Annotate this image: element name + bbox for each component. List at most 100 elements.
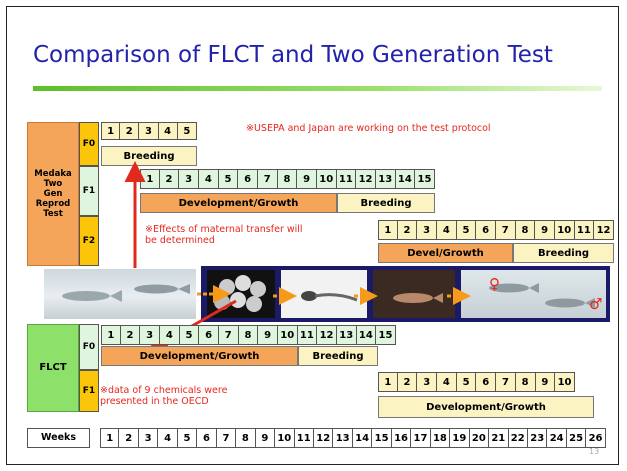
week-cell: 8 [277, 169, 298, 189]
weeks-label: Weeks [27, 428, 90, 448]
medaka-f0-breeding-bar: Breeding [101, 146, 197, 166]
week-cell: 8 [515, 220, 536, 240]
week-cell: 10 [555, 372, 575, 392]
week-cell: 1 [378, 372, 398, 392]
lifecycle-photo-strip: ♀ ♂ [201, 266, 610, 322]
week-cell: 13 [375, 169, 396, 189]
week-cell: 2 [120, 122, 140, 140]
week-cell: 12 [356, 169, 376, 189]
week-cell: 9 [297, 169, 317, 189]
medaka-f2-breeding-bar: Breeding [513, 243, 614, 263]
week-cell: 7 [495, 220, 516, 240]
maternal-note: ※Effects of maternal transfer will be de… [145, 224, 303, 246]
flct-gen-f1: F1 [79, 370, 99, 412]
week-cell: 5 [218, 169, 239, 189]
week-cell: 6 [197, 428, 217, 448]
flct-gen-f0: F0 [79, 324, 99, 370]
title-underline [33, 86, 602, 91]
week-cell: 24 [547, 428, 567, 448]
week-cell: 5 [456, 220, 477, 240]
week-cell: 16 [391, 428, 412, 448]
week-cell: 11 [336, 169, 357, 189]
adult-pair-photo [461, 270, 606, 318]
week-cell: 2 [159, 169, 180, 189]
week-cell: 7 [496, 372, 516, 392]
juvenile-photo [373, 270, 455, 318]
week-cell: 20 [469, 428, 490, 448]
week-cell: 11 [294, 428, 314, 448]
week-cell: 1 [378, 220, 398, 240]
week-cell: 5 [456, 372, 477, 392]
week-cell: 1 [100, 428, 120, 448]
female-symbol: ♀ [489, 275, 500, 293]
page-number: 13 [589, 447, 600, 456]
week-cell: 9 [258, 325, 278, 345]
week-cell: 10 [275, 428, 295, 448]
week-cell: 5 [179, 325, 200, 345]
week-cell: 4 [437, 372, 457, 392]
medaka-gen-f0: F0 [79, 122, 99, 166]
week-cell: 25 [566, 428, 587, 448]
week-cell: 3 [138, 428, 159, 448]
week-cell: 18 [430, 428, 451, 448]
week-cell: 4 [158, 428, 178, 448]
week-cell: 14 [395, 169, 416, 189]
week-cell: 6 [476, 220, 496, 240]
week-cell: 15 [376, 325, 396, 345]
week-cell: 3 [417, 220, 437, 240]
slide-title: Comparison of FLCT and Two Generation Te… [33, 42, 553, 68]
week-cell: 3 [417, 372, 438, 392]
flct-f0-development-bar: Development/Growth [101, 346, 298, 366]
week-cell: 6 [476, 372, 497, 392]
week-cell: 4 [198, 169, 219, 189]
week-cell: 5 [177, 122, 197, 140]
medaka-label-text: Medaka Two Gen Reprod Test [34, 169, 72, 219]
week-cell: 10 [277, 325, 298, 345]
fish-icon [62, 284, 190, 302]
week-cell: 8 [238, 325, 259, 345]
week-cell: 23 [527, 428, 548, 448]
week-cell: 7 [218, 325, 239, 345]
flct-label: FLCT [27, 324, 79, 412]
week-cell: 2 [119, 428, 139, 448]
medaka-label: Medaka Two Gen Reprod Test [27, 122, 79, 266]
week-cell: 6 [199, 325, 219, 345]
week-cell: 7 [216, 428, 237, 448]
week-cell: 4 [158, 122, 178, 140]
week-cell: 9 [535, 372, 556, 392]
week-cell: 11 [297, 325, 318, 345]
week-cell: 9 [255, 428, 276, 448]
week-cell: 14 [352, 428, 373, 448]
larva-icon [301, 291, 358, 302]
week-cell: 15 [415, 169, 435, 189]
week-cell: 19 [450, 428, 470, 448]
week-cell: 12 [594, 220, 614, 240]
adult-pair-icon [489, 283, 595, 308]
week-cell: 21 [489, 428, 509, 448]
juvenile-fish-icon [393, 293, 443, 303]
week-cell: 2 [397, 372, 418, 392]
medaka-f2-devel-bar: Devel/Growth [378, 243, 513, 263]
week-cell: 2 [397, 220, 418, 240]
week-cell: 5 [177, 428, 198, 448]
week-cell: 22 [508, 428, 528, 448]
slide-frame [6, 6, 619, 465]
week-cell: 14 [356, 325, 377, 345]
medaka-gen-f2: F2 [79, 216, 99, 266]
week-cell: 3 [140, 325, 160, 345]
week-cell: 4 [159, 325, 180, 345]
larva-photo [281, 270, 367, 318]
medaka-f1-breeding-bar: Breeding [337, 193, 435, 213]
week-cell: 17 [411, 428, 431, 448]
week-cell: 8 [515, 372, 536, 392]
male-symbol: ♂ [589, 295, 603, 313]
week-cell: 1 [101, 122, 121, 140]
flct-f1-development-bar: Development/Growth [378, 396, 594, 418]
adult-fish-photo [44, 269, 196, 319]
week-cell: 10 [554, 220, 575, 240]
egg-cluster-photo [207, 270, 275, 318]
